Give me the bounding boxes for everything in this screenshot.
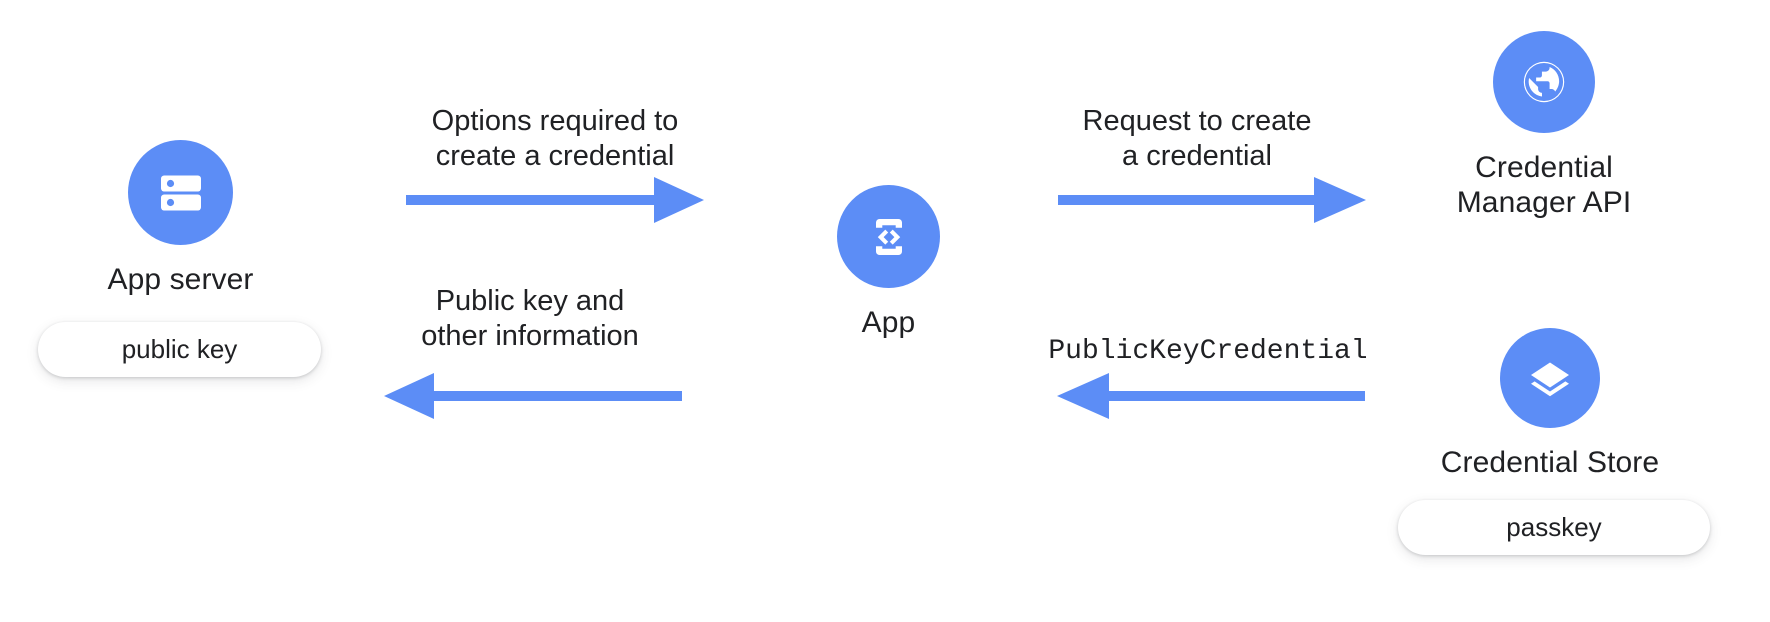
passkey-chip-label: passkey — [1506, 512, 1602, 542]
server-icon — [160, 175, 201, 210]
credential-store-circle — [1500, 328, 1600, 428]
globe-icon — [1523, 61, 1565, 103]
node-label-credential-store: Credential Store — [1440, 446, 1660, 479]
arrow-label-request-to-create: Request to create a credential — [1082, 105, 1312, 173]
arrow-public-key-and-other-information — [384, 373, 682, 419]
node-label-credential-manager-api: Credential Manager API — [1456, 151, 1632, 220]
credential-manager-api-circle — [1493, 31, 1595, 133]
node-label-app-server: App server — [107, 263, 254, 296]
node-app: App — [837, 185, 940, 340]
arrow-label-public-key-and-other-information: Public key and other information — [421, 285, 639, 353]
node-credential-store: Credential Store — [1441, 328, 1659, 480]
arrow-label-public-key-credential: PublicKeyCredential — [1048, 336, 1368, 367]
app-circle — [837, 185, 940, 288]
arrow-label-options-required: Options required to create a credential — [431, 105, 679, 173]
public-key-chip: public key — [38, 322, 321, 377]
layers-icon — [1531, 362, 1569, 397]
app-server-circle — [128, 140, 233, 245]
node-credential-manager-api: Credential Manager API — [1457, 31, 1631, 221]
node-label-app: App — [861, 306, 916, 339]
public-key-chip-label: public key — [121, 334, 238, 364]
arrow-options-required — [406, 177, 704, 223]
arrow-public-key-credential — [1057, 373, 1365, 419]
arrow-request-to-create — [1058, 177, 1366, 223]
app-code-phone-icon — [875, 218, 902, 255]
node-app-server: App server — [107, 140, 253, 297]
passkey-chip: passkey — [1398, 500, 1710, 555]
